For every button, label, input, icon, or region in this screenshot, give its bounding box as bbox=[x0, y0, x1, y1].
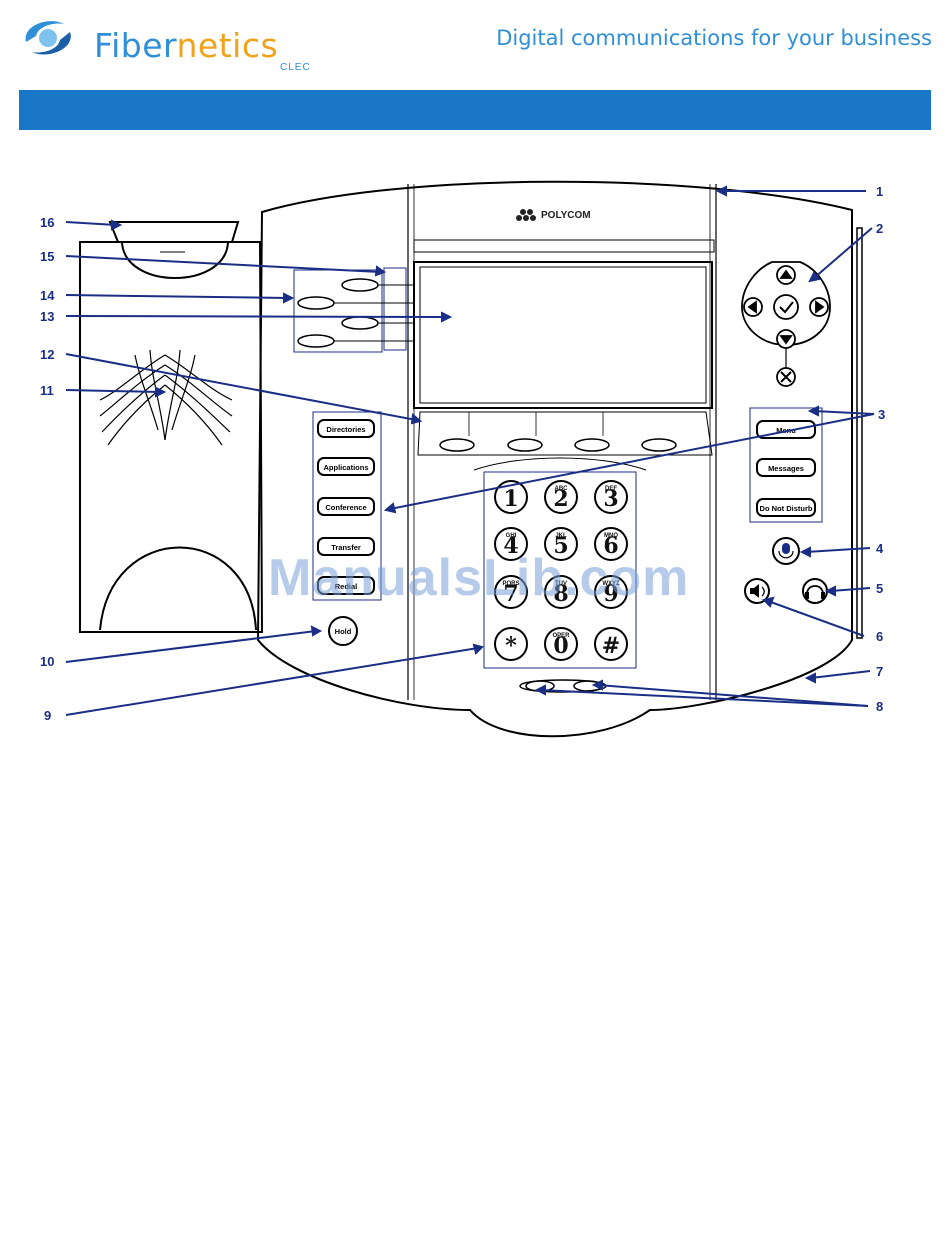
phone-diagram: POLYCOM Directories Applications Confere… bbox=[0, 140, 950, 760]
callout-14: 14 bbox=[40, 288, 55, 303]
callout-numbers: 1 2 3 4 5 6 7 8 9 10 11 12 13 14 15 16 bbox=[40, 184, 885, 723]
svg-text:Applications: Applications bbox=[323, 463, 368, 472]
callout-13: 13 bbox=[40, 309, 54, 324]
dialpad-key-hash[interactable]: # bbox=[595, 628, 627, 660]
dialpad-letters: GHI bbox=[506, 533, 517, 539]
brand-sub: CLEC bbox=[280, 62, 311, 73]
dialpad-digit: # bbox=[602, 633, 620, 659]
conference-key[interactable]: Conference bbox=[318, 498, 374, 515]
callout-10: 10 bbox=[40, 654, 54, 669]
svg-text:Messages: Messages bbox=[768, 464, 804, 473]
dialpad-digit: 1 bbox=[503, 486, 518, 512]
title-bar bbox=[19, 90, 931, 130]
line-key-4[interactable] bbox=[298, 335, 334, 347]
callout-9: 9 bbox=[44, 708, 51, 723]
soft-key-3[interactable] bbox=[575, 439, 609, 451]
dialpad-key-star[interactable]: * bbox=[495, 628, 527, 660]
swirl-logo-icon bbox=[18, 14, 78, 64]
line-key-1[interactable] bbox=[342, 279, 378, 291]
dialpad-letters: ABC bbox=[555, 486, 569, 492]
callout-16: 16 bbox=[40, 215, 54, 230]
line-key-2[interactable] bbox=[298, 297, 334, 309]
callout-11: 11 bbox=[40, 383, 54, 398]
watermark: ManualsLib.com bbox=[268, 548, 689, 608]
callout-7: 7 bbox=[876, 664, 883, 679]
svg-text:Hold: Hold bbox=[335, 627, 352, 636]
hold-key[interactable]: Hold bbox=[329, 617, 357, 645]
soft-key-2[interactable] bbox=[508, 439, 542, 451]
messages-key[interactable]: Messages bbox=[757, 459, 815, 476]
select-check-icon[interactable] bbox=[774, 295, 798, 319]
applications-key[interactable]: Applications bbox=[318, 458, 374, 475]
page-header: Fibernetics CLEC Digital communications … bbox=[0, 0, 950, 80]
svg-text:Conference: Conference bbox=[325, 503, 366, 512]
dialpad-letters: DEF bbox=[605, 486, 617, 492]
directories-key[interactable]: Directories bbox=[318, 420, 374, 437]
polycom-phone-illustration: POLYCOM Directories Applications Confere… bbox=[0, 140, 950, 760]
dialpad-digit: * bbox=[505, 633, 517, 659]
callout-lines bbox=[66, 187, 874, 715]
dialpad-letters: MNO bbox=[604, 533, 618, 539]
microphone-icon bbox=[782, 543, 790, 554]
soft-key-4[interactable] bbox=[642, 439, 676, 451]
callout-6: 6 bbox=[876, 629, 883, 644]
svg-text:Do Not Disturb: Do Not Disturb bbox=[760, 504, 813, 513]
dialpad-letters: JKL bbox=[555, 533, 567, 539]
svg-text:Directories: Directories bbox=[326, 425, 365, 434]
line-keys bbox=[294, 268, 414, 352]
navigation-cluster bbox=[742, 262, 830, 386]
callout-12: 12 bbox=[40, 347, 54, 362]
polycom-icon bbox=[516, 209, 536, 221]
svg-text:POLYCOM: POLYCOM bbox=[541, 210, 591, 221]
callout-2: 2 bbox=[876, 221, 883, 236]
do-not-disturb-key[interactable]: Do Not Disturb bbox=[757, 499, 815, 516]
mute-key[interactable] bbox=[773, 538, 799, 564]
callout-8: 8 bbox=[876, 699, 883, 714]
soft-key-1[interactable] bbox=[440, 439, 474, 451]
headset-key[interactable] bbox=[803, 579, 827, 603]
fibernetics-logo: Fibernetics CLEC bbox=[18, 14, 318, 70]
brand-name: Fibernetics bbox=[94, 26, 278, 65]
polycom-logo: POLYCOM bbox=[516, 209, 591, 221]
callout-5: 5 bbox=[876, 581, 883, 596]
tagline: Digital communications for your business bbox=[496, 26, 932, 50]
callout-15: 15 bbox=[40, 249, 54, 264]
callout-1: 1 bbox=[876, 184, 883, 199]
callout-4: 4 bbox=[876, 541, 884, 556]
callout-3: 3 bbox=[878, 407, 885, 422]
soft-keys bbox=[440, 412, 676, 451]
dialpad-letters: OPER bbox=[552, 633, 570, 639]
line-key-3[interactable] bbox=[342, 317, 378, 329]
